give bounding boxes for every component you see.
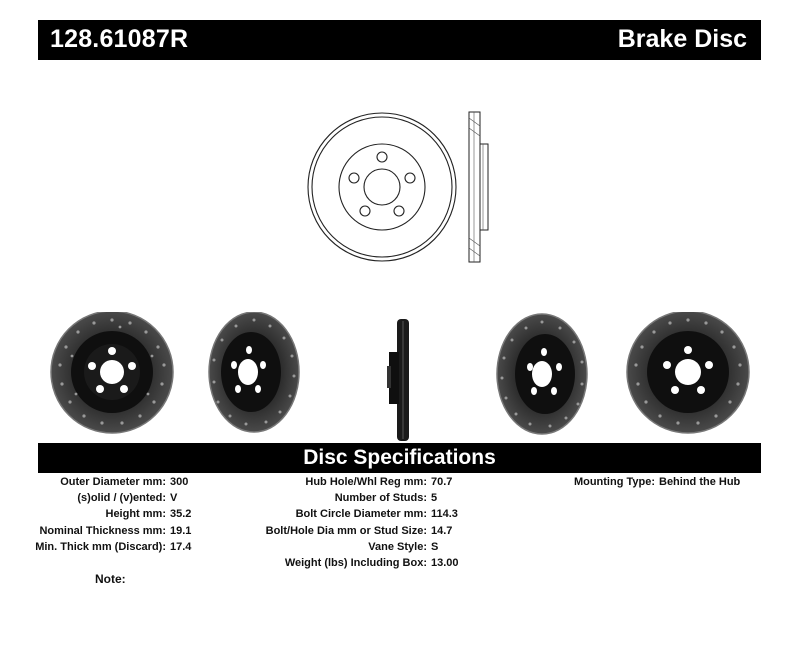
spec-row: Hub Hole/Whl Reg mm: 70.7 (260, 476, 470, 492)
drawing-bolt-hole (404, 172, 416, 184)
spec-label: Weight (lbs) Including Box: (284, 556, 427, 569)
disc-render-front (50, 312, 174, 434)
spec-row: Vane Style: S (260, 541, 470, 557)
spec-value: 300 (170, 476, 189, 488)
spec-row: Height mm: 35.2 (40, 508, 200, 524)
spec-column-1: Outer Diameter mm: 300 (s)olid / (v)ente… (35, 476, 200, 557)
spec-value: 19.1 (170, 524, 192, 537)
spec-label: (s)olid / (v)ented: (77, 492, 166, 505)
spec-header-bar: Disc Specifications (38, 443, 761, 473)
spec-label: Mounting Type: (573, 476, 655, 488)
spec-column-3: Mounting Type: Behind the Hub (560, 476, 760, 492)
spec-row: Min. Thick mm (Discard): 17.4 (35, 540, 200, 557)
spec-row: Bolt/Hole Dia mm or Stud Size: 14.7 (260, 525, 470, 541)
spec-label: Hub Hole/Whl Reg mm: (305, 476, 427, 488)
spec-row: (s)olid / (v)ented: V (40, 492, 200, 508)
note-label: Note: (95, 572, 126, 586)
spec-value: 17.4 (170, 540, 192, 553)
spec-row: Bolt Circle Diameter mm: 114.3 (260, 508, 470, 524)
spec-row: Mounting Type: Behind the Hub (560, 476, 760, 492)
spec-label: Number of Studs: (334, 492, 427, 505)
drawing-bolt-hole (359, 205, 371, 217)
disc-render-angled-right (496, 313, 588, 435)
drill-pattern (58, 318, 166, 425)
spec-row: Number of Studs: 5 (260, 492, 470, 508)
drawing-hat (338, 143, 426, 231)
drawing-bolt-hole (393, 205, 405, 217)
spec-value: 114.3 (431, 508, 458, 521)
drawing-cross-section (468, 111, 489, 263)
spec-value: 14.7 (431, 524, 453, 537)
spec-label: Bolt/Hole Dia mm or Stud Size: (265, 524, 427, 537)
spec-value: 13.00 (431, 556, 459, 569)
drawing-inner-rim (311, 116, 453, 258)
spec-column-2: Hub Hole/Whl Reg mm: 70.7 Number of Stud… (260, 476, 470, 573)
spec-value: 5 (431, 492, 438, 505)
drawing-bolt-hole (348, 172, 360, 184)
spec-label: Bolt Circle Diameter mm: (295, 508, 427, 521)
spec-label: Vane Style: (368, 540, 427, 553)
spec-label: Nominal Thickness mm: (39, 524, 166, 537)
drawing-bolt-hole (376, 151, 388, 163)
spec-value: S (431, 540, 439, 553)
spec-row: Nominal Thickness mm: 19.1 (39, 524, 200, 541)
spec-title: Disc Specifications (303, 446, 496, 469)
spec-value: V (170, 492, 178, 505)
disc-renders (50, 312, 750, 441)
spec-label: Min. Thick mm (Discard): (35, 540, 166, 553)
title-bar: 128.61087R Brake Disc (38, 20, 761, 60)
spec-value: 35.2 (170, 508, 192, 521)
technical-drawing (307, 111, 489, 263)
disc-render-back (626, 312, 750, 434)
spec-value: 70.7 (431, 476, 453, 488)
spec-row: Outer Diameter mm: 300 (40, 476, 200, 492)
part-number: 128.61087R (50, 25, 189, 53)
spec-label: Outer Diameter mm: (60, 476, 166, 488)
drawing-outer-rim (307, 112, 457, 262)
spec-row: Weight (lbs) Including Box: 13.00 (260, 557, 470, 573)
spec-value: Behind the Hub (659, 476, 741, 488)
drawing-center-bore (363, 168, 401, 206)
product-type: Brake Disc (617, 25, 747, 53)
disc-render-side (387, 319, 409, 441)
spec-label: Height mm: (105, 508, 167, 521)
disc-render-angled-left (208, 312, 300, 433)
